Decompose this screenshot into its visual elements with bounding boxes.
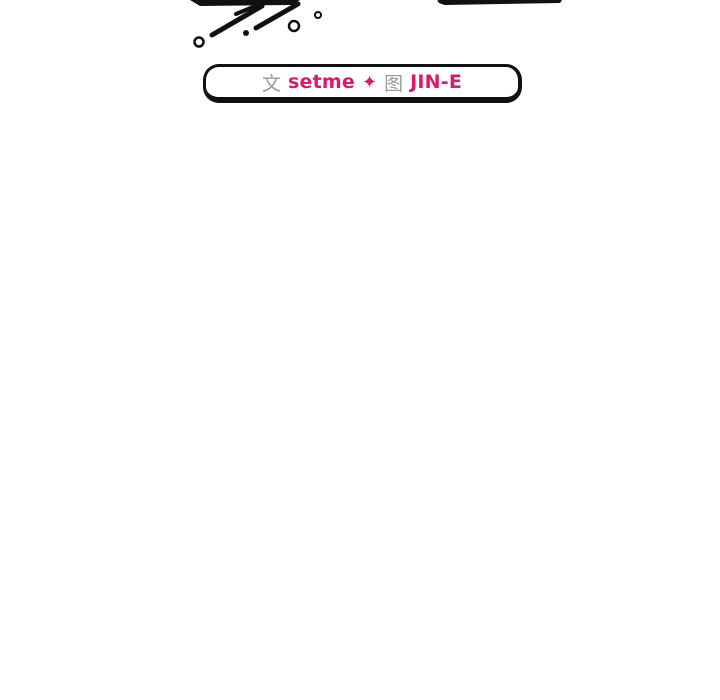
- credits-banner: 文 setme ✦ 图 JIN-E: [203, 64, 522, 103]
- writer-label: 文: [262, 72, 282, 95]
- sparkle-icon: ✦: [361, 71, 378, 93]
- decorative-speed-lines: [190, 0, 562, 48]
- circle-icon: [287, 19, 301, 33]
- circle-icon: [314, 11, 322, 19]
- speed-line: [234, 0, 272, 16]
- artist-label: 图: [384, 72, 404, 95]
- brush-stroke-right: [437, 0, 562, 5]
- artist-name: JIN-E: [410, 71, 462, 93]
- brush-stroke-left: [190, 0, 300, 6]
- speed-line: [253, 1, 301, 31]
- circle-icon: [193, 36, 205, 48]
- speed-line: [209, 3, 265, 38]
- writer-name: setme: [288, 71, 355, 93]
- blank-page-area: [0, 110, 720, 700]
- dot-icon: [243, 30, 249, 36]
